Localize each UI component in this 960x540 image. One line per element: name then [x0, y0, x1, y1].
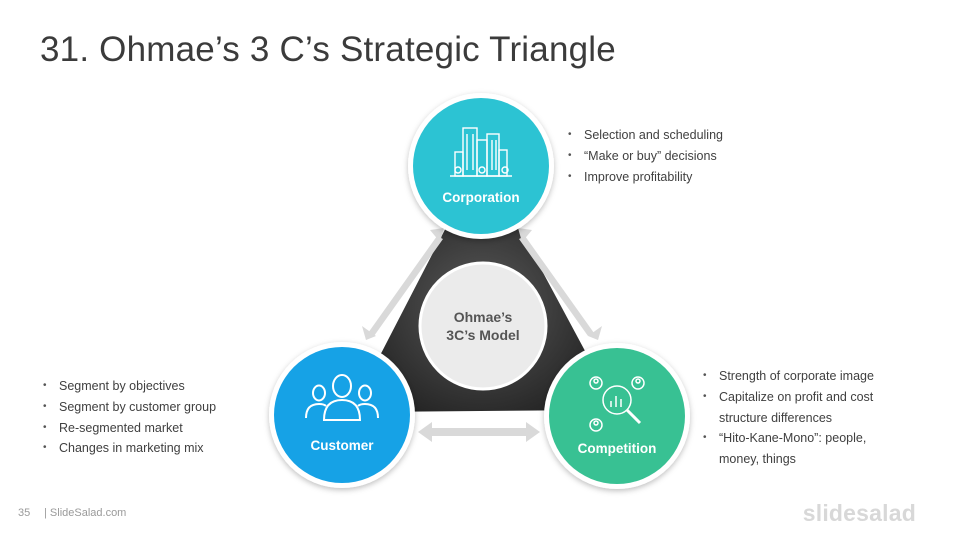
bullet-item: Segment by objectives: [41, 376, 216, 397]
bullet-item: Capitalize on profit and cost: [701, 387, 874, 408]
bullet-item: Strength of corporate image: [701, 366, 874, 387]
footer-site: | SlideSalad.com: [44, 507, 127, 519]
arrow-corporation-competition: [518, 228, 602, 340]
competition-circle: [549, 348, 685, 484]
center-circle: [418, 261, 548, 391]
bullet-item: Segment by customer group: [41, 397, 216, 418]
center-label-line1: Ohmae’s: [454, 309, 513, 325]
page-number: 35: [18, 507, 31, 519]
corporation-bullet-list: Selection and scheduling “Make or buy” d…: [566, 125, 723, 187]
brand-logo: slidesalad: [802, 500, 916, 526]
customer-circle: [274, 347, 410, 483]
competition-node: Competition: [544, 343, 690, 489]
bullet-item: Re-segmented market: [41, 418, 216, 439]
magnifier-analysis-icon: [589, 376, 645, 432]
competition-bullet-list: Strength of corporate image Capitalize o…: [701, 366, 874, 470]
slide-title: 31. Ohmae’s 3 C’s Strategic Triangle: [40, 30, 616, 69]
customer-bullet-list: Segment by objectives Segment by custome…: [41, 376, 216, 459]
bullet-item: Improve profitability: [566, 167, 723, 188]
bullet-item: “Make or buy” decisions: [566, 146, 723, 167]
competition-label: Competition: [578, 441, 657, 456]
arrow-corporation-customer: [362, 228, 444, 340]
corporation-circle: [413, 98, 549, 234]
bullet-item: Changes in marketing mix: [41, 438, 216, 459]
bullet-item-continuation: structure differences: [719, 410, 833, 425]
bullet-item: “Hito-Kane-Mono”: people,: [701, 428, 874, 449]
arrow-customer-competition: [418, 422, 540, 442]
customer-node: Customer: [269, 342, 415, 488]
buildings-icon: [450, 127, 512, 177]
bullet-item-continuation: money, things: [719, 452, 796, 467]
customer-label: Customer: [310, 438, 374, 453]
corporation-node: Corporation: [408, 93, 554, 239]
center-label-line2: 3C’s Model: [446, 327, 519, 343]
bullet-item: Selection and scheduling: [566, 125, 723, 146]
people-group-icon: [305, 374, 379, 421]
corporation-label: Corporation: [442, 190, 519, 205]
